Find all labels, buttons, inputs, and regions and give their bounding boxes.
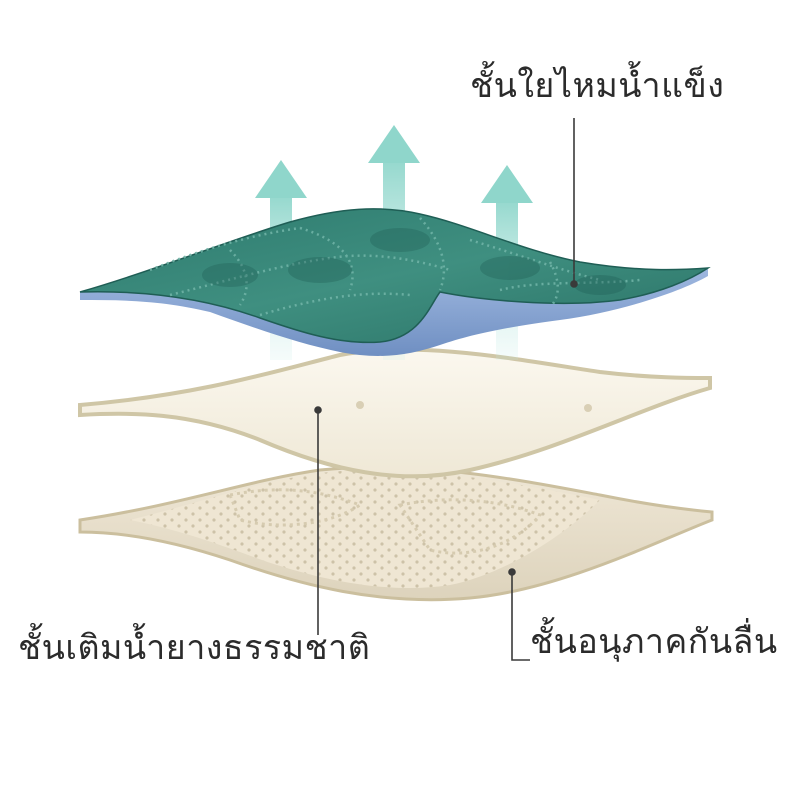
label-ice-silk-layer: ชั้นใยไหมน้ำแข็ง	[470, 66, 725, 106]
leader-lines	[314, 118, 578, 661]
anti-slip-layer	[78, 465, 714, 602]
leader-line-middle	[314, 406, 322, 635]
label-latex-layer: ชั้นเติมน้ำยางธรรมชาติ	[18, 628, 371, 668]
leader-line-bottom	[508, 568, 530, 661]
leader-line-top	[570, 118, 578, 288]
label-anti-slip-layer: ชั้นอนุภาคกันลื่น	[530, 622, 778, 662]
latex-layer	[78, 347, 712, 479]
ice-silk-layer	[79, 208, 711, 356]
